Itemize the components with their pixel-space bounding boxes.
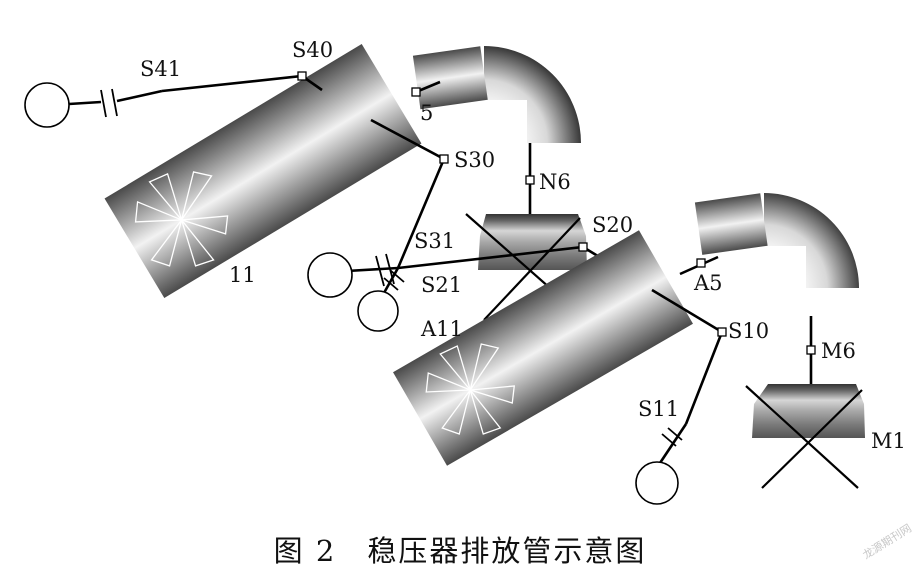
label-m6: M6 [821, 339, 856, 363]
upper-main-pipe [104, 44, 422, 298]
figure-caption: 图 2 稳压器排放管示意图 [274, 534, 647, 568]
upper-butterfly-valve-icon [134, 171, 229, 267]
gauge-s21-icon [357, 290, 399, 332]
label-s10: S10 [728, 319, 769, 343]
node-m6 [806, 345, 816, 355]
lower-elbow [694, 193, 859, 288]
label-s11: S11 [638, 397, 679, 421]
gauge-s31-icon [307, 252, 353, 298]
label-s20: S20 [592, 213, 633, 237]
node-a5 [696, 258, 706, 268]
labels: S40 S41 5 S30 N6 11 S31 S20 S21 A11 A5 S… [140, 38, 906, 453]
lower-main-pipe [393, 230, 693, 466]
lower-assembly [393, 193, 865, 505]
label-a11: A11 [420, 317, 463, 341]
label-s30: S30 [454, 148, 495, 172]
label-n6: N6 [539, 170, 571, 194]
label-s31: S31 [414, 229, 455, 253]
upper-elbow [412, 46, 581, 143]
valve-s31-icon [375, 253, 395, 287]
valve-s21-icon [383, 269, 405, 291]
node-s30 [439, 154, 449, 164]
node-s20 [578, 242, 588, 252]
label-s21: S21 [421, 273, 462, 297]
lower-butterfly-valve-icon [425, 343, 515, 435]
label-m1: M1 [871, 429, 906, 453]
gauge-s11-icon [635, 461, 679, 505]
label-s40: S40 [292, 38, 333, 62]
valve-s41-icon [100, 88, 118, 118]
node-5 [411, 87, 421, 97]
lower-flange [745, 384, 865, 489]
upper-assembly [24, 44, 607, 332]
watermark: 龙源期刊网 [860, 521, 914, 562]
label-5: 5 [420, 101, 433, 125]
label-11: 11 [229, 263, 256, 287]
node-s40 [297, 71, 307, 81]
label-a5: A5 [693, 271, 723, 295]
label-s41: S41 [140, 57, 181, 81]
gauge-s41-icon [24, 82, 70, 128]
node-n6 [525, 175, 535, 185]
node-s10 [717, 327, 727, 337]
